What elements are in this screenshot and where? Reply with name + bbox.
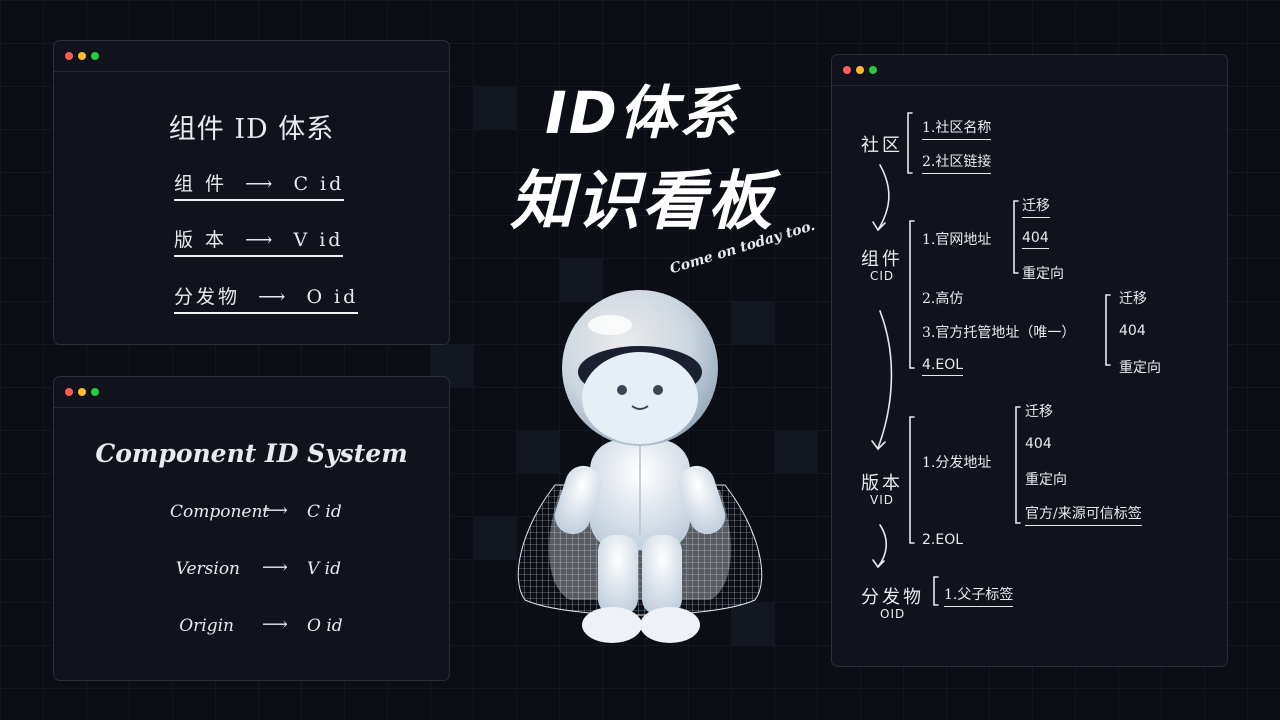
component-item-4: 4.EOL	[922, 357, 964, 376]
row-value: C id	[293, 173, 345, 195]
grid-tile	[473, 86, 516, 129]
cn-id-window: 组件 ID 体系 组 件 ⟶ C id 版 本 ⟶ V id 分发物 ⟶ O i…	[53, 40, 450, 345]
arrow-icon: ⟶	[262, 614, 288, 635]
mapping-row: 版 本 ⟶ V id	[174, 225, 344, 257]
community-item: 1.社区名称	[922, 117, 992, 140]
version-item-1-sub: 404	[1025, 436, 1052, 452]
window-titlebar	[832, 55, 1227, 86]
component-item-3-sub: 迁移	[1119, 291, 1147, 307]
headline-title: ID体系	[545, 79, 739, 147]
row-label: Origin	[179, 616, 234, 636]
tree-connectors	[871, 112, 1111, 606]
row-value: O id	[306, 286, 359, 308]
window-title: 组件 ID 体系	[168, 114, 335, 145]
component-item-3-sub: 404	[1119, 323, 1146, 339]
grid-tile	[731, 602, 774, 645]
mapping-row: 分发物 ⟶ O id	[174, 282, 359, 314]
node-origin-code: OID	[880, 607, 906, 621]
en-id-window: Component ID System Component ⟶ C id Ver…	[53, 376, 450, 681]
row-label: Component	[170, 502, 270, 522]
mapping-row: 组 件 ⟶ C id	[174, 169, 345, 201]
row-label: 组 件	[174, 173, 228, 195]
component-item-1: 1.官网地址	[922, 232, 992, 248]
window-titlebar	[54, 377, 449, 408]
arrow-icon: ⟶	[236, 173, 285, 195]
version-item-1-sub: 重定向	[1025, 472, 1067, 488]
row-label: 分发物	[174, 286, 241, 308]
maximize-dot-icon[interactable]	[91, 52, 99, 60]
minimize-dot-icon[interactable]	[78, 388, 86, 396]
component-item-3-sub: 重定向	[1119, 360, 1161, 376]
minimize-dot-icon[interactable]	[856, 66, 864, 74]
row-value: C id	[307, 502, 342, 522]
version-item-2: 2.EOL	[922, 532, 964, 548]
knowledge-tree-window: 社区 1.社区名称 2.社区链接 组件 CID 1.官网地址 迁移 404 重定…	[831, 54, 1228, 667]
arrow-icon: ⟶	[262, 500, 288, 521]
arrow-icon: ⟶	[262, 557, 288, 578]
node-component: 组件	[861, 249, 903, 270]
component-item-3: 3.官方托管地址（唯一）	[922, 325, 1076, 341]
node-community: 社区	[861, 135, 903, 156]
row-label: Version	[175, 559, 240, 579]
community-item: 2.社区链接	[922, 151, 992, 174]
row-value: V id	[293, 229, 344, 251]
grid-tile	[774, 430, 817, 473]
close-dot-icon[interactable]	[65, 52, 73, 60]
row-value: V id	[307, 559, 341, 579]
row-label: 版 本	[174, 229, 228, 251]
component-item-1-sub: 迁移	[1022, 195, 1050, 218]
arrow-icon: ⟶	[236, 229, 285, 251]
component-item-2: 2.高仿	[922, 291, 964, 307]
component-item-1-sub: 404	[1022, 230, 1049, 249]
close-dot-icon[interactable]	[65, 388, 73, 396]
maximize-dot-icon[interactable]	[91, 388, 99, 396]
grid-tile	[731, 301, 774, 344]
close-dot-icon[interactable]	[843, 66, 851, 74]
version-item-1-sub: 迁移	[1025, 404, 1053, 420]
maximize-dot-icon[interactable]	[869, 66, 877, 74]
node-origin: 分发物	[861, 587, 924, 608]
node-version: 版本	[861, 473, 903, 494]
node-version-code: VID	[870, 493, 894, 507]
origin-item-1: 1.父子标签	[944, 584, 1014, 607]
row-value: O id	[307, 616, 343, 636]
node-component-code: CID	[870, 269, 895, 283]
headline-subtitle: 知识看板	[510, 165, 774, 239]
grid-tile	[559, 258, 602, 301]
window-titlebar	[54, 41, 449, 72]
grid-tile	[516, 430, 559, 473]
version-item-1-sub: 官方/来源可信标签	[1025, 503, 1142, 526]
grid-tile	[473, 516, 516, 559]
minimize-dot-icon[interactable]	[78, 52, 86, 60]
version-item-1: 1.分发地址	[922, 455, 992, 471]
window-title: Component ID System	[95, 439, 408, 468]
arrow-icon: ⟶	[249, 286, 298, 308]
astronaut-illustration	[517, 290, 763, 643]
component-item-1-sub: 重定向	[1022, 266, 1064, 282]
